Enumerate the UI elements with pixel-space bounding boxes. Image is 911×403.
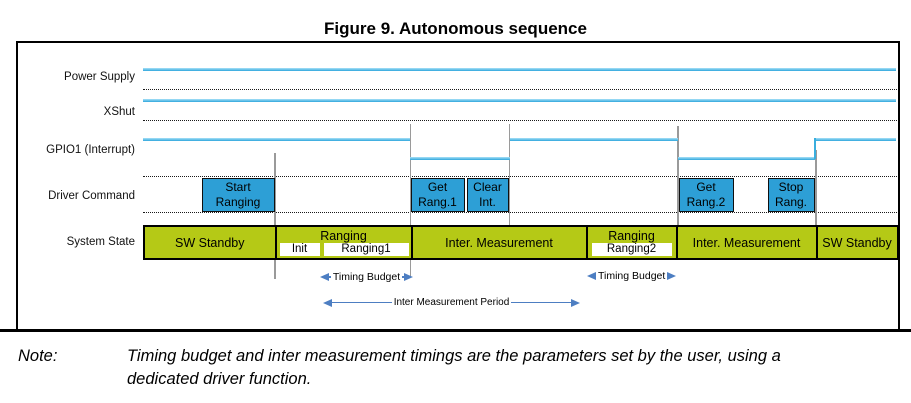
command-start-ranging: Start Ranging xyxy=(201,177,275,212)
inter-measurement-period-label: Inter Measurement Period xyxy=(393,297,510,308)
row-label-gpio1: GPIO1 (Interrupt) xyxy=(46,144,135,156)
state-sw-standby-2: SW Standby xyxy=(815,225,899,260)
inter-measurement-period-arrow: Inter Measurement Period xyxy=(323,297,580,308)
state-sub-ranging2: Ranging2 xyxy=(591,242,672,256)
gpio1-rising-edge xyxy=(814,138,817,159)
command-get-rang2: Get Rang.2 xyxy=(678,177,734,212)
state-sub-init: Init xyxy=(279,242,320,256)
xshut-baseline-dotted xyxy=(143,119,897,121)
figure-bottom-rule xyxy=(0,329,911,332)
command-clear-int: Clear Int. xyxy=(466,177,509,212)
state-sw-standby-1: SW Standby xyxy=(143,225,277,260)
state-label: Ranging xyxy=(320,229,367,243)
arrowhead-right-icon xyxy=(667,272,677,280)
state-label: Inter. Measurement xyxy=(445,235,553,250)
driver-command-top-dotted xyxy=(143,176,897,177)
separator-line-3 xyxy=(508,124,511,225)
state-ranging-2: Ranging Ranging2 xyxy=(585,225,678,260)
state-inter-measurement-1: Inter. Measurement xyxy=(410,225,588,260)
arrowhead-left-icon xyxy=(320,273,329,281)
gpio1-low-segment-2 xyxy=(678,157,815,160)
gpio1-low-segment-1 xyxy=(410,157,510,160)
state-label: SW Standby xyxy=(822,235,892,250)
figure-frame xyxy=(16,41,900,330)
arrowhead-left-icon xyxy=(587,272,596,280)
row-label-system-state: System State xyxy=(66,236,135,248)
arrowhead-right-icon xyxy=(571,298,580,307)
separator-line-4 xyxy=(677,126,679,225)
note-text-line1: Timing budget and inter measurement timi… xyxy=(127,347,781,365)
state-label: Ranging xyxy=(608,229,655,243)
state-sub-ranging1: Ranging1 xyxy=(323,242,409,256)
figure-title: Figure 9. Autonomous sequence xyxy=(324,19,587,38)
row-label-power-supply: Power Supply xyxy=(64,71,135,83)
state-inter-measurement-2: Inter. Measurement xyxy=(675,225,818,260)
driver-command-bottom-dotted xyxy=(143,211,897,213)
power-supply-baseline-dotted xyxy=(143,89,897,90)
xshut-signal-line xyxy=(143,99,896,102)
command-stop-rang: Stop Rang. xyxy=(767,177,815,212)
timing-budget-arrow-2: Timing Budget xyxy=(587,270,677,282)
state-ranging-1: Ranging Init Ranging1 xyxy=(274,225,413,260)
command-get-rang1: Get Rang.1 xyxy=(410,177,465,212)
timing-budget-label: Timing Budget xyxy=(598,270,666,282)
gpio1-high-segment-1 xyxy=(143,138,410,141)
state-label: Inter. Measurement xyxy=(692,235,801,250)
arrowhead-right-icon xyxy=(404,273,413,281)
timing-budget-arrow-1: Timing Budget xyxy=(320,271,413,283)
timing-budget-label: Timing Budget xyxy=(332,271,401,283)
gpio1-high-segment-2 xyxy=(510,138,678,141)
gpio1-high-segment-3 xyxy=(815,138,896,141)
row-label-driver-command: Driver Command xyxy=(48,190,135,202)
power-supply-signal-line xyxy=(143,68,896,71)
separator-line-5 xyxy=(815,150,817,260)
row-label-xshut: XShut xyxy=(103,106,135,118)
separator-line-1 xyxy=(274,153,276,279)
state-label: SW Standby xyxy=(175,235,245,250)
note-label: Note: xyxy=(18,347,58,365)
arrowhead-left-icon xyxy=(323,298,332,307)
separator-line-2 xyxy=(409,124,412,277)
note-text-line2: dedicated driver function. xyxy=(127,370,312,388)
